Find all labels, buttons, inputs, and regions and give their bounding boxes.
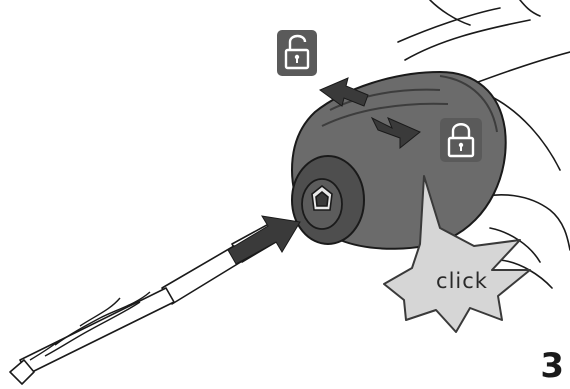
drill-bit-tip: [9, 359, 35, 385]
chuck-grip-ridges: [321, 75, 498, 133]
lock-rotation-arrow: [370, 116, 421, 150]
drill-bit-flute: [19, 287, 175, 375]
click-label: click: [436, 269, 488, 293]
click-callout: click: [383, 175, 531, 333]
insert-direction-arrow: [227, 215, 301, 265]
locked-padlock-icon: [440, 118, 482, 162]
step-number: 3: [540, 346, 564, 386]
chuck-jaws: [311, 184, 333, 211]
unlocked-padlock-icon: [277, 30, 317, 76]
click-starburst: [383, 175, 531, 333]
unlock-rotation-arrow: [318, 77, 369, 107]
keyless-chuck: [290, 70, 507, 250]
